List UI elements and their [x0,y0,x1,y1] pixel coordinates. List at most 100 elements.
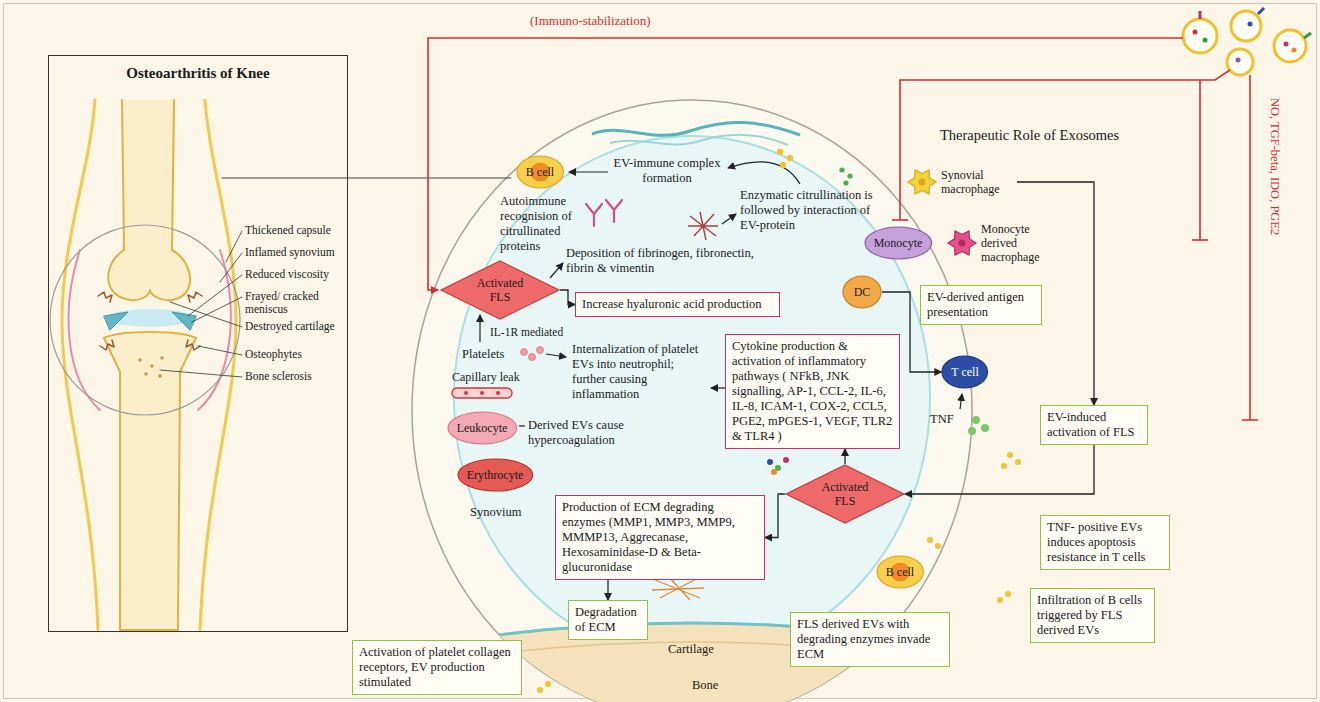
knee-drawing [222,178,511,179]
effect-box: FLS derived EVs with degrading enzymes i… [790,612,950,667]
ev-dots [787,155,793,161]
node-text: Monocyte [874,236,923,250]
fls-diamond: Activated FLS [440,260,560,320]
cell-shape [906,166,938,198]
monocyte-cell: Monocyte [864,226,933,260]
macrophage-cell: Synovial macrophage [905,168,1017,196]
cell-shape [946,227,978,259]
antibody-symbol [606,200,622,222]
cell-nucleus [959,240,966,247]
node-text: T cell [951,365,978,379]
ev-dots [927,537,933,543]
node-text: Erythrocyte [467,468,524,482]
process-text: Autoimmune recognision of citrullinated … [500,194,582,254]
ev-dots [545,681,551,687]
b-cell: B cell [876,555,924,589]
macrophage-cell: Monocyte derived macrophage [945,222,1063,264]
cell-shape [942,356,987,388]
connector-arrow [844,449,845,464]
node-text: B cell [526,165,554,179]
cell-shape [877,556,923,588]
ev-dots [780,162,786,168]
node-text: Degradation of ECM [575,605,641,635]
process-box: Increase hyaluronic acid production [575,292,780,317]
knee-drawing [108,100,190,300]
pathway-label: IL-1R mediated [490,326,563,339]
connector-arrow [560,290,575,305]
connector-arrow [765,494,785,538]
capillary-symbol [452,388,512,398]
platelet-dots [537,347,544,354]
node-text: Increase hyaluronic acid production [582,297,773,312]
process-arrow [550,263,563,278]
ev-dots [935,543,941,549]
fls-diamond: Activated FLS [785,464,905,524]
knee-drawing [158,374,162,378]
node-text: Production of ECM degrading enzymes (MMP… [562,500,758,575]
cell-shape [843,276,881,308]
exosome-cluster [1227,49,1253,75]
process-box: Cytokine production & activation of infl… [725,334,900,449]
capillary-symbol [480,391,484,395]
inhibition-line [900,70,1230,220]
diamond-shape [441,261,559,319]
node-text: EV-derived antigen presentation [927,290,1035,320]
inhibition-line [1199,80,1201,240]
process-arrow [728,162,800,184]
ev-dots [981,424,989,432]
exosome-cluster [1236,58,1241,63]
joint-section [412,100,972,702]
node-text: Synovial macrophage [941,168,1017,196]
capillary-symbol [496,391,500,395]
joint-section [412,100,972,702]
cytokine-label: TNF [930,412,954,427]
cell-label: Capillary leak [452,370,520,385]
process-text: Internalization of platelet EVs into neu… [572,342,707,402]
process-arrow [711,387,725,388]
antibody-symbol [586,200,622,226]
knee-drawing [186,340,200,350]
ev-dots [1007,452,1013,458]
joint-section [454,136,930,660]
effect-box: EV-derived antigen presentation [920,285,1042,325]
ev-dots [767,459,773,465]
exosome-cluster [1199,11,1202,19]
knee-drawing [160,231,242,377]
erythrocyte-cell: Erythrocyte [457,458,534,492]
knee-drawing [188,275,242,316]
node-text: Monocyte derived macrophage [981,222,1063,264]
knee-drawing [138,356,164,378]
node-text: Leukocyte [457,421,508,435]
exosome-cluster [1248,22,1253,27]
knee-drawing [138,358,142,362]
exosome-cluster [1183,11,1306,75]
knee-drawing [170,302,242,327]
ev-dots [839,167,844,172]
knee-drawing [104,312,128,330]
node-text: EV-induced activation of FLS [1047,410,1141,440]
b-cell: B cell [516,155,564,189]
knee-drawing [62,100,98,630]
exosome-cluster [1292,48,1297,53]
ev-dots [537,687,543,693]
node-text: Activation of platelet collagen receptor… [359,645,515,690]
part-label: Reduced viscosity [245,268,345,281]
process-arrow [960,394,962,409]
note-text: (Immuno-stabilization) [530,13,651,28]
part-label: Osteophytes [245,348,345,361]
antibody-symbol [586,204,602,226]
knee-drawing [144,372,148,376]
knee-drawing [104,332,196,630]
inhibition-line [1242,419,1258,421]
process-arrow [722,214,736,224]
t-cell: T cell [941,355,988,389]
cell-shape [448,412,517,444]
part-label: Inflamed synovium [245,246,345,259]
node-text: TNF- positive EVs induces apoptosis resi… [1047,520,1163,565]
part-label: Destroyed cartilage [245,320,345,333]
effect-box: TNF- positive EVs induces apoptosis resi… [1040,515,1170,570]
node-text: Infiltration of B cells triggered by FLS… [1037,593,1148,638]
process-arrow [569,171,608,172]
knee-drawing [98,292,112,302]
node-text: FLS derived EVs with degrading enzymes i… [797,617,943,662]
